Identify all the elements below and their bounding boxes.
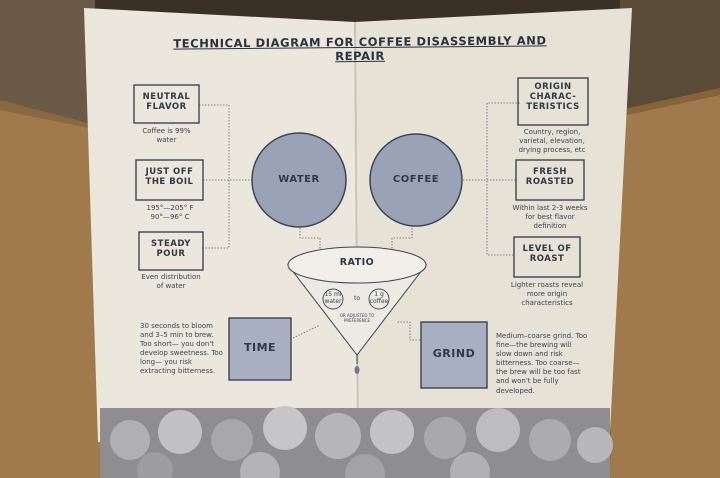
time-note: 30 seconds to bloom and 3–5 min to brew.…: [140, 322, 223, 376]
coffee-circle: [369, 133, 463, 227]
neutral-flavor-label: NEUTRAL FLAVOR: [142, 92, 191, 112]
coffee-label: COFFEE: [392, 174, 440, 185]
neutral-flavor-note: Coffee is 99% water: [142, 127, 191, 145]
box-flap-left: [0, 110, 110, 478]
level-of-roast-label: LEVEL OF ROAST: [522, 244, 572, 264]
ratio-to: to: [353, 295, 361, 302]
box-outlines: [133, 77, 589, 278]
level-of-roast-note: Lighter roasts reveal more origin charac…: [510, 281, 584, 308]
booklet-right-page: [355, 8, 632, 455]
steady-pour-label: STEADY POUR: [151, 239, 191, 259]
grind-note: Medium–coarse grind. Too fine—the brewin…: [496, 332, 588, 395]
bubble-wrap: [100, 406, 613, 478]
ratio-label: RATIO: [339, 257, 375, 268]
origin-characteristics-label: ORIGIN CHARAC-TERISTICS: [526, 82, 580, 112]
origin-characteristics-note: Country, region, varietal, elevation, dr…: [518, 128, 586, 155]
ratio-water-circle: [322, 288, 344, 310]
box-edge-right: [610, 88, 720, 118]
just-off-boil-note: 195°—205° F 90°—96° C: [146, 204, 194, 222]
ratio-coffee-amount: 1 g coffee: [369, 291, 389, 305]
just-off-boil-label: JUST OFF THE BOIL: [145, 167, 194, 187]
time-label: TIME: [243, 341, 277, 354]
ratio-coffee-circle: [368, 288, 390, 310]
grind-box: [420, 321, 488, 389]
booklet-spine: [354, 21, 359, 456]
box-edge-left: [0, 100, 100, 130]
fresh-roasted-note: Within last 2-3 weeks for best flavor de…: [512, 204, 588, 231]
box-flap-right: [610, 95, 720, 478]
ratio-funnel: [286, 246, 428, 374]
diagram-title: TECHNICAL DIAGRAM FOR COFFEE DISASSEMBLY…: [173, 33, 547, 64]
booklet-left-page: [84, 8, 358, 455]
water-circle: [251, 132, 347, 228]
water-label: WATER: [278, 174, 320, 185]
fresh-roasted-label: FRESH ROASTED: [525, 167, 575, 187]
ratio-footnote: OR ADJUSTED TO PREFERENCE: [339, 313, 375, 323]
steady-pour-note: Even distribution of water: [141, 273, 201, 291]
time-box: [228, 317, 292, 381]
ratio-water-amount: 15 ml water: [324, 291, 342, 305]
grind-label: GRIND: [432, 347, 476, 360]
